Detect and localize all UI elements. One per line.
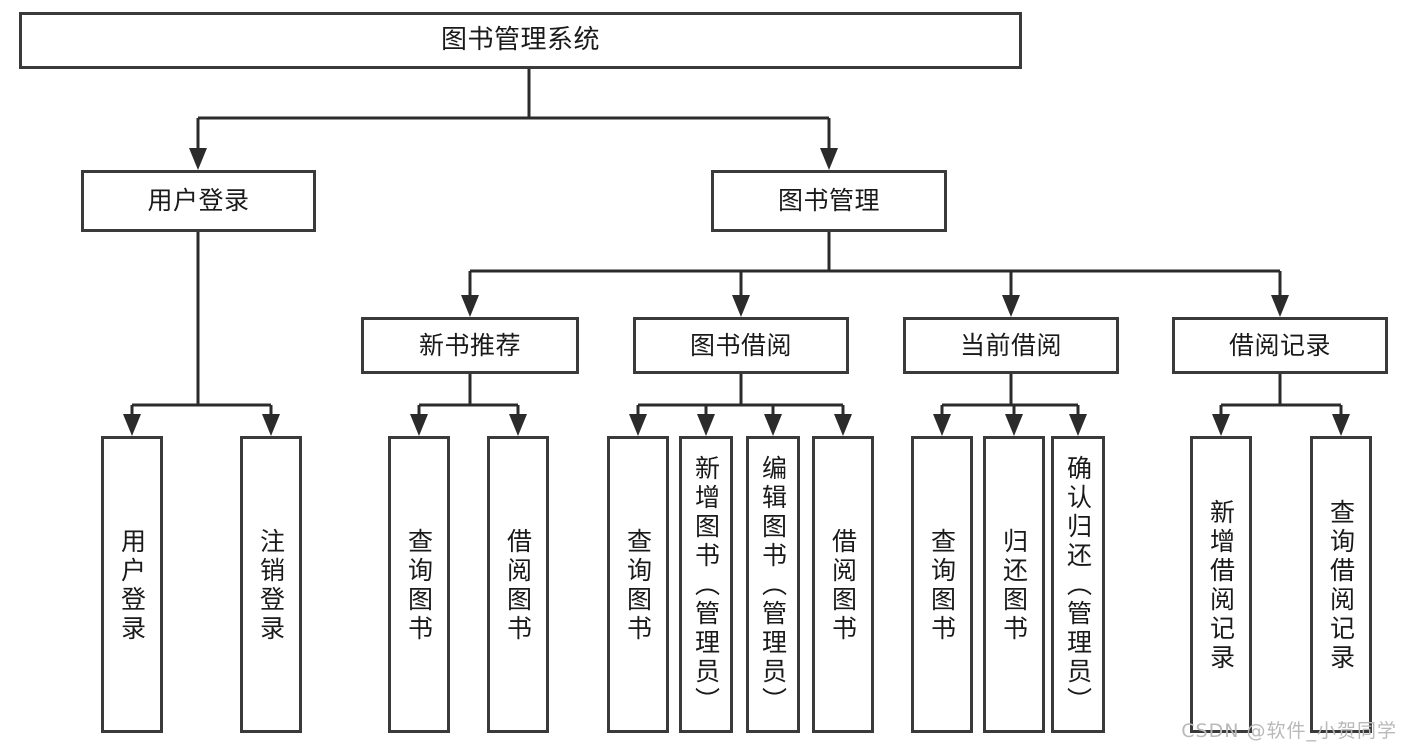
node-leaf-query-book-1[interactable]: 查询图书 — [388, 436, 450, 733]
node-leaf-add-book[interactable]: 新增图书（管理员） — [679, 436, 733, 733]
node-leaf-borrow-book-1[interactable]: 借阅图书 — [487, 436, 549, 733]
node-label: 图书管理 — [777, 186, 880, 215]
node-label: 确认归还（管理员） — [1063, 455, 1093, 716]
node-label: 用户登录 — [147, 186, 250, 215]
edge-group-borrow-record-arrow-1 — [1332, 414, 1350, 436]
node-current-borrow[interactable]: 当前借阅 — [903, 317, 1119, 374]
node-leaf-user-logout[interactable]: 注销登录 — [240, 436, 302, 733]
node-leaf-return-book[interactable]: 归还图书 — [983, 436, 1045, 733]
edge-root-to-level2-arrow-1 — [820, 148, 838, 170]
edge-bookadmin-to-level3-arrow-2 — [1002, 295, 1020, 317]
edge-group-book-borrow-arrow-1 — [697, 414, 715, 436]
node-borrow-record[interactable]: 借阅记录 — [1172, 317, 1388, 374]
node-book-admin[interactable]: 图书管理 — [711, 170, 947, 232]
node-root[interactable]: 图书管理系统 — [19, 12, 1022, 69]
edge-group-borrow-record-arrow-0 — [1212, 414, 1230, 436]
node-leaf-confirm-return[interactable]: 确认归还（管理员） — [1051, 436, 1105, 733]
node-label: 新书推荐 — [418, 330, 521, 360]
node-label: 新增借阅记录 — [1206, 498, 1236, 673]
edge-group-current-borrow-arrow-0 — [933, 414, 951, 436]
edge-bookadmin-to-level3-arrow-1 — [732, 295, 750, 317]
node-label: 用户登录 — [117, 527, 147, 644]
node-label: 借阅记录 — [1228, 330, 1331, 360]
node-leaf-query-record[interactable]: 查询借阅记录 — [1310, 436, 1372, 733]
node-leaf-user-login[interactable]: 用户登录 — [101, 436, 163, 733]
node-label: 注销登录 — [256, 527, 286, 644]
node-leaf-add-record[interactable]: 新增借阅记录 — [1190, 436, 1252, 733]
node-leaf-edit-book[interactable]: 编辑图书（管理员） — [746, 436, 800, 733]
node-label: 查询图书 — [927, 527, 957, 644]
node-leaf-query-book-2[interactable]: 查询图书 — [607, 436, 669, 733]
node-label: 当前借阅 — [959, 330, 1062, 360]
node-leaf-query-book-3[interactable]: 查询图书 — [911, 436, 973, 733]
node-label: 查询图书 — [623, 527, 653, 644]
node-new-book-rec[interactable]: 新书推荐 — [361, 317, 579, 374]
edge-group-new-book-rec-arrow-1 — [509, 414, 527, 436]
node-label: 编辑图书（管理员） — [758, 455, 788, 716]
node-label: 图书管理系统 — [440, 24, 600, 55]
edge-root-to-level2-arrow-0 — [189, 148, 207, 170]
edge-group-book-borrow-arrow-3 — [834, 414, 852, 436]
edge-group-user-login-arrow-0 — [123, 414, 141, 436]
node-label: 查询图书 — [404, 527, 434, 644]
node-label: 查询借阅记录 — [1326, 498, 1356, 673]
edge-group-book-borrow-arrow-2 — [764, 414, 782, 436]
edge-group-current-borrow-arrow-1 — [1005, 414, 1023, 436]
node-label: 新增图书（管理员） — [691, 455, 721, 716]
edge-bookadmin-to-level3-arrow-3 — [1271, 295, 1289, 317]
node-leaf-borrow-book-2[interactable]: 借阅图书 — [812, 436, 874, 733]
edge-bookadmin-to-level3-arrow-0 — [461, 295, 479, 317]
node-book-borrow[interactable]: 图书借阅 — [633, 317, 849, 374]
edge-group-new-book-rec-arrow-0 — [410, 414, 428, 436]
node-label: 归还图书 — [999, 527, 1029, 644]
node-label: 借阅图书 — [503, 527, 533, 644]
edge-group-user-login-arrow-1 — [262, 414, 280, 436]
node-label: 图书借阅 — [689, 330, 792, 360]
edge-group-current-borrow-arrow-2 — [1069, 414, 1087, 436]
node-user-login[interactable]: 用户登录 — [81, 170, 316, 232]
node-label: 借阅图书 — [828, 527, 858, 644]
edge-group-book-borrow-arrow-0 — [629, 414, 647, 436]
